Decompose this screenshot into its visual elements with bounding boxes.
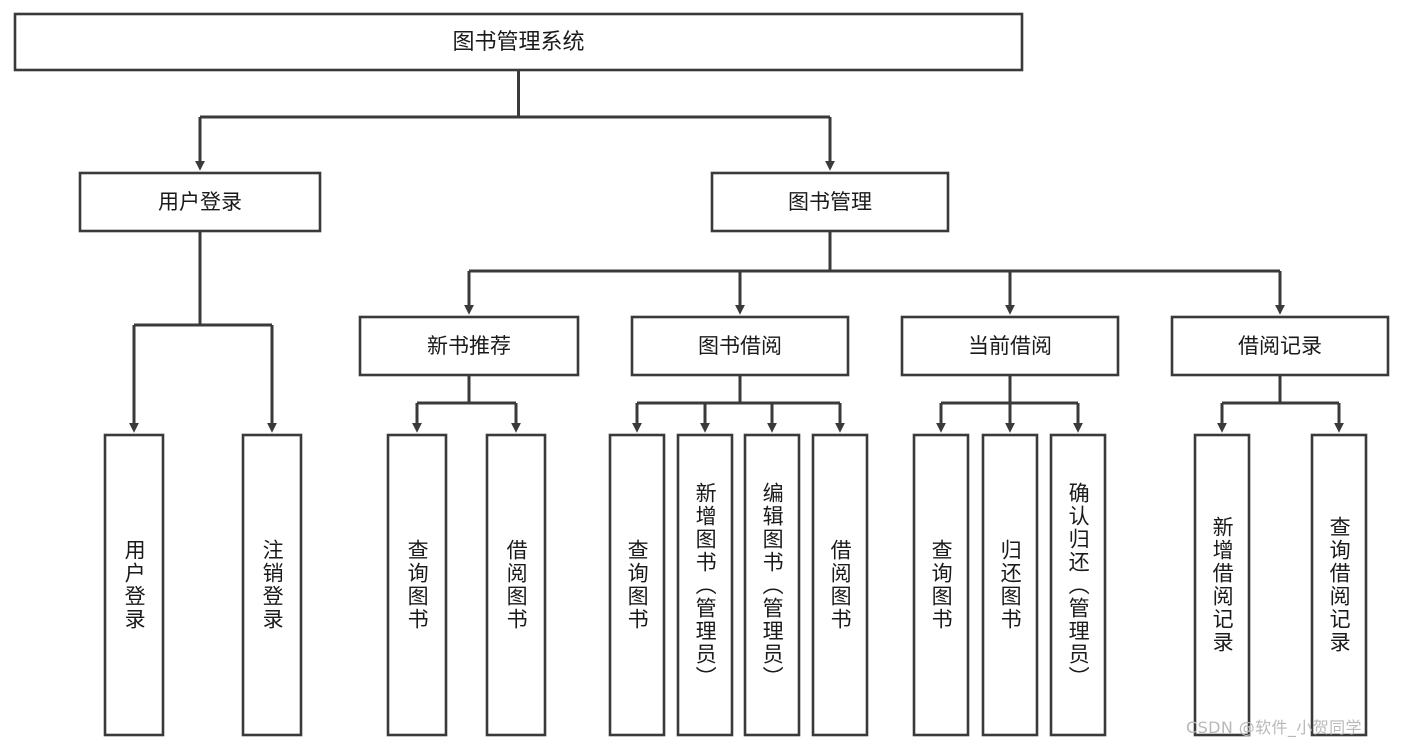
connector-layer [129, 70, 1344, 433]
node-box-book-manage[interactable] [710, 171, 950, 233]
node-label-book-borrow: 图书借阅 [698, 334, 782, 358]
node-box-leaf-borrow-book-1[interactable] [485, 433, 547, 737]
node-box-leaf-add-book-admin[interactable] [676, 433, 734, 737]
node-label-new-book-recommend: 新书推荐 [427, 334, 511, 358]
node-box-borrow-record[interactable] [1170, 315, 1390, 377]
node-box-leaf-logout[interactable] [241, 433, 303, 737]
node-label-user-login: 用户登录 [158, 190, 242, 214]
node-box-leaf-query-book-2[interactable] [608, 433, 666, 737]
node-label-root: 图书管理系统 [452, 30, 584, 55]
node-box-leaf-edit-book-admin[interactable] [743, 433, 801, 737]
watermark: CSDN @软件_小贺同学 [1186, 718, 1362, 737]
node-label-borrow-record: 借阅记录 [1238, 334, 1322, 358]
node-box-leaf-user-login[interactable] [103, 433, 165, 737]
node-label-current-borrow: 当前借阅 [968, 334, 1052, 358]
node-box-leaf-query-book-1[interactable] [386, 433, 448, 737]
node-box-leaf-query-book-3[interactable] [912, 433, 970, 737]
node-box-root[interactable] [13, 12, 1024, 72]
node-box-leaf-return-book[interactable] [981, 433, 1039, 737]
node-box-leaf-query-borrow-record[interactable] [1310, 433, 1368, 737]
node-box-leaf-borrow-book-2[interactable] [811, 433, 869, 737]
node-box-current-borrow[interactable] [900, 315, 1120, 377]
node-box-book-borrow[interactable] [630, 315, 850, 377]
node-label-book-manage: 图书管理 [788, 190, 872, 214]
node-box-new-book-recommend[interactable] [358, 315, 580, 377]
node-box-leaf-confirm-return-admin[interactable] [1049, 433, 1107, 737]
node-box-user-login[interactable] [78, 171, 322, 233]
node-box-leaf-add-borrow-record[interactable] [1193, 433, 1251, 737]
